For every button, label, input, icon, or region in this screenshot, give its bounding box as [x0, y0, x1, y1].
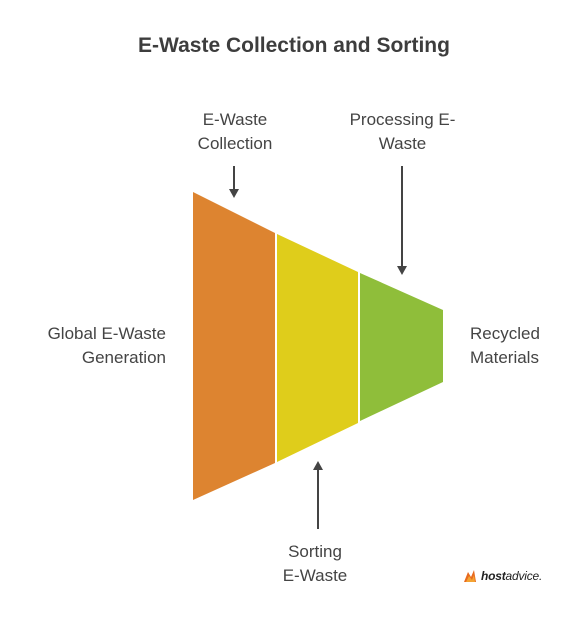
- label-recycled-materials: Recycled Materials: [470, 322, 580, 370]
- label-line: Waste: [378, 134, 427, 153]
- label-line: E-Waste: [282, 566, 348, 585]
- hostadvice-logo: hostadvice.: [462, 567, 562, 585]
- brand-regular: advice.: [505, 569, 543, 583]
- label-processing-ewaste: Processing E- Waste: [330, 108, 475, 156]
- funnel-segment-processing: [360, 273, 443, 421]
- arrowhead-processing: [397, 266, 407, 275]
- funnel-segment-collection: [193, 192, 275, 500]
- label-sorting-ewaste: Sorting E-Waste: [240, 540, 390, 588]
- label-line: E-Waste: [202, 110, 268, 129]
- brand-bold: host: [481, 569, 506, 583]
- arrowhead-collection: [229, 189, 239, 198]
- diagram-title: E-Waste Collection and Sorting: [138, 34, 450, 57]
- label-line: Processing E-: [349, 110, 456, 129]
- hostadvice-logo-icon: [464, 570, 476, 582]
- label-line: Global E-Waste: [47, 324, 166, 343]
- hostadvice-logo-text: hostadvice.: [481, 569, 542, 583]
- label-line: Collection: [197, 134, 273, 153]
- label-line: Recycled: [470, 324, 540, 343]
- label-ewaste-collection: E-Waste Collection: [160, 108, 310, 156]
- funnel-segment-sorting: [277, 234, 358, 462]
- label-line: Materials: [470, 348, 539, 367]
- label-line: Generation: [81, 348, 166, 367]
- label-line: Sorting: [288, 542, 342, 561]
- arrowhead-sorting: [313, 461, 323, 470]
- label-global-ewaste-generation: Global E-Waste Generation: [10, 322, 166, 370]
